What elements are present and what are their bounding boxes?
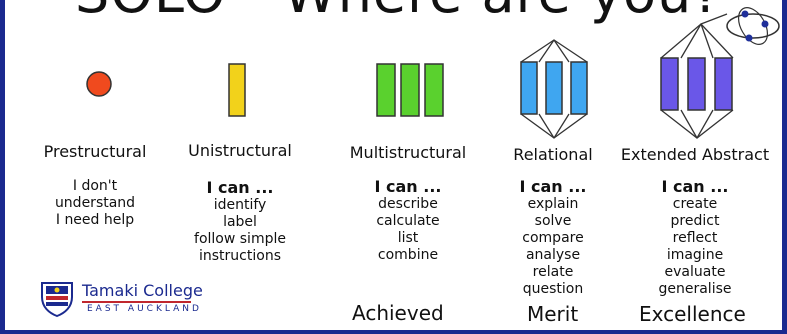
level-name: Extended Abstract (620, 145, 770, 164)
level-name: Relational (513, 145, 593, 164)
descriptor: create (672, 196, 718, 212)
i-can-label: I can ... (206, 178, 274, 197)
descriptor: I need help (55, 212, 135, 228)
level-descriptors: I don't understand I need help (30, 178, 160, 229)
descriptor: understand (54, 195, 136, 211)
level-prestructural: Prestructural I don't understand I need … (30, 142, 160, 229)
level-descriptors: identify label follow simple instruction… (173, 197, 307, 265)
multistructural-bars-icon (376, 63, 444, 117)
descriptor: solve (534, 213, 572, 229)
school-crest-icon (41, 282, 73, 318)
grade-merit: Merit (527, 302, 579, 326)
relational-connected-bars-icon (520, 39, 588, 139)
descriptor: question (522, 281, 584, 297)
level-descriptors: describe calculate list combine (341, 196, 475, 264)
descriptor: generalise (658, 281, 732, 297)
descriptor: compare (522, 230, 584, 246)
descriptor: list (397, 230, 419, 246)
grade-excellence: Excellence (639, 302, 746, 326)
i-can-label: I can ... (519, 177, 587, 196)
level-descriptors: create predict reflect imagine evaluate … (613, 196, 777, 298)
level-extended-abstract: Extended Abstract I can ... create predi… (613, 145, 777, 298)
descriptor: instructions (199, 248, 281, 264)
descriptor: relate (532, 264, 574, 280)
descriptor: combine (377, 247, 439, 263)
level-name: Multistructural (349, 143, 467, 162)
descriptor: analyse (525, 247, 581, 263)
descriptor: label (223, 214, 257, 230)
descriptor: I don't (72, 178, 118, 194)
descriptor: calculate (376, 213, 440, 229)
descriptor: reflect (672, 230, 718, 246)
i-can-label: I can ... (374, 177, 442, 196)
level-unistructural: Unistructural I can ... identify label f… (173, 141, 307, 265)
descriptor: describe (378, 196, 438, 212)
extended-abstract-bars-icon (660, 13, 734, 139)
descriptor: evaluate (664, 264, 726, 280)
descriptor: predict (670, 213, 720, 229)
level-name: Prestructural (43, 142, 147, 161)
school-subtitle: EAST AUCKLAND (87, 304, 202, 314)
descriptor: explain (527, 196, 579, 212)
orbit-icon (726, 7, 780, 45)
grade-achieved: Achieved (352, 301, 444, 325)
descriptor: imagine (666, 247, 724, 263)
level-relational: Relational I can ... explain solve compa… (497, 145, 609, 298)
prestructural-dot-icon (86, 71, 112, 97)
unistructural-bar-icon (228, 63, 246, 117)
level-multistructural: Multistructural I can ... describe calcu… (341, 143, 475, 264)
school-name: Tamaki College (82, 281, 203, 300)
descriptor: identify (213, 197, 267, 213)
i-can-label: I can ... (661, 177, 729, 196)
poster-title: SOLO - Where are you? (5, 0, 782, 25)
logo-divider (82, 301, 191, 303)
level-name: Unistructural (188, 141, 292, 160)
descriptor: follow simple (194, 231, 286, 247)
level-descriptors: explain solve compare analyse relate que… (497, 196, 609, 298)
